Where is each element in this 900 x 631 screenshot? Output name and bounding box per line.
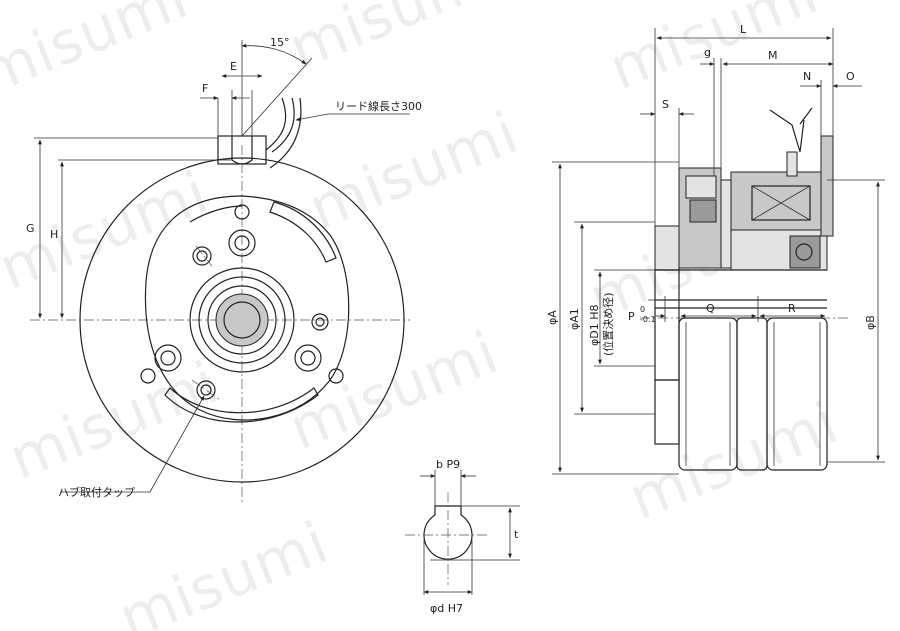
svg-text:misumi: misumi bbox=[0, 348, 228, 493]
label-P: P bbox=[628, 310, 635, 323]
svg-text:misumi: misumi bbox=[280, 0, 508, 83]
svg-text:misumi: misumi bbox=[300, 98, 528, 243]
label-N: N bbox=[803, 70, 811, 83]
svg-text:misumi: misumi bbox=[0, 0, 198, 108]
label-t: t bbox=[514, 528, 519, 541]
svg-text:misumi: misumi bbox=[110, 508, 338, 631]
svg-text:misumi: misumi bbox=[280, 318, 508, 463]
label-phiA: φA bbox=[546, 310, 559, 325]
label-phid: φd H7 bbox=[430, 602, 463, 615]
label-S: S bbox=[662, 98, 669, 111]
label-L: L bbox=[740, 23, 747, 36]
label-positioning: (位置決め径) bbox=[601, 292, 615, 356]
label-angle: 15° bbox=[270, 36, 290, 49]
label-lead-wire: リード線長さ300 bbox=[335, 99, 422, 113]
keyway-detail: b P9 t φd H7 bbox=[405, 458, 520, 615]
label-g: g bbox=[704, 46, 711, 59]
svg-text:misumi: misumi bbox=[620, 388, 848, 533]
label-M: M bbox=[768, 49, 778, 62]
label-H: H bbox=[50, 228, 58, 241]
label-R: R bbox=[788, 302, 796, 315]
label-bP9: b P9 bbox=[436, 458, 460, 471]
bolt-holes bbox=[140, 204, 344, 401]
label-phiA1: φA1 bbox=[568, 308, 581, 330]
label-P-tol-upper: 0 bbox=[640, 305, 645, 314]
label-Q: Q bbox=[706, 302, 715, 315]
label-O: O bbox=[846, 70, 855, 83]
label-E: E bbox=[230, 60, 237, 73]
side-view: L g M N O S φA φA1 φD1 H8 (位置決め径) bbox=[546, 23, 885, 475]
label-phiB: φB bbox=[864, 315, 877, 330]
label-hub-tap: ハブ取付タップ bbox=[58, 485, 135, 499]
label-F: F bbox=[202, 82, 208, 95]
front-view: E F 15° リード線長さ300 G H ハブ取付タップ bbox=[26, 36, 422, 505]
label-phiD1: φD1 H8 bbox=[588, 305, 601, 347]
label-P-tol-lower: -0.1 bbox=[640, 315, 656, 324]
label-G: G bbox=[26, 222, 35, 235]
